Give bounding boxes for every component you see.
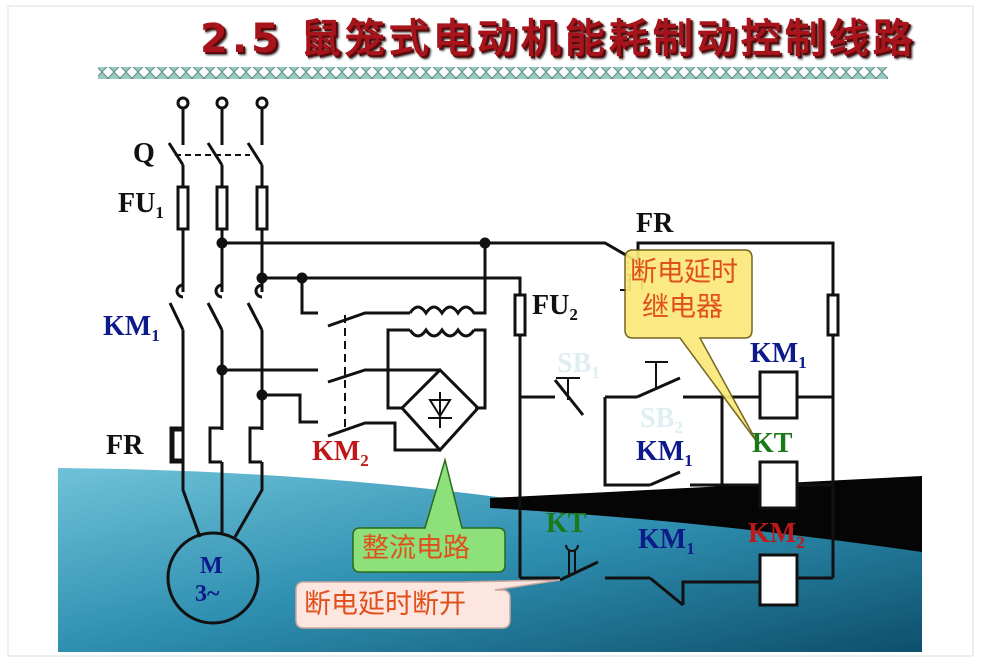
label-km1-nc: KM1: [638, 524, 695, 558]
label-fr-main: FR: [106, 430, 144, 461]
label-sub: 2: [796, 533, 805, 552]
label-sub: 1: [591, 363, 600, 382]
label-km1-contact: KM1: [636, 436, 693, 470]
label-sub: 2: [569, 305, 578, 324]
label-text: FU: [532, 290, 570, 321]
label-text: KM: [312, 436, 361, 467]
motor-label-m: M: [200, 553, 223, 579]
label-km1-main: KM1: [103, 311, 160, 345]
callout-line: 断电延时: [630, 257, 738, 288]
callout-time-relay-bubble: [624, 249, 758, 443]
label-sub: 1: [686, 539, 695, 558]
label-fu1: FU1: [118, 188, 164, 222]
label-text: KM: [750, 338, 799, 369]
label-sub: 1: [684, 451, 693, 470]
label-km1-coil: KM1: [750, 338, 807, 372]
callout-delay-open: 断电延时断开: [304, 589, 466, 620]
callout-line: 继电器: [642, 292, 723, 324]
label-q: Q: [133, 138, 155, 169]
label-text: KM: [638, 524, 687, 555]
black-band: [490, 476, 922, 552]
label-sub: 2: [674, 418, 683, 437]
label-text: SB: [640, 403, 675, 434]
motor-label-phase: 3~: [195, 581, 220, 607]
label-text: FU: [118, 188, 156, 219]
label-text: SB: [557, 348, 592, 379]
label-km2-coil: KM2: [748, 518, 805, 552]
callout-delay-open-bubble: [295, 579, 561, 629]
callout-rectifier: 整流电路: [362, 533, 470, 564]
label-text: KM: [103, 311, 152, 342]
label-kt-coil: KT: [752, 428, 793, 459]
decorative-divider: [98, 67, 888, 79]
label-sub: 1: [151, 326, 160, 345]
label-sub: 1: [155, 203, 164, 222]
label-sb2: SB2: [640, 403, 683, 437]
label-text: KM: [748, 518, 797, 549]
page-title: 2.5 鼠笼式电动机能耗制动控制线路: [200, 16, 917, 62]
callout-time-relay: 断电延时 继电器: [630, 255, 738, 325]
label-sub: 1: [798, 353, 807, 372]
label-fu2: FU2: [532, 290, 578, 324]
label-km2-main: KM2: [312, 436, 369, 470]
label-text: KM: [636, 436, 685, 467]
label-sb1: SB1: [557, 348, 600, 382]
label-kt-contact: KT: [546, 508, 587, 539]
label-fr-control: FR: [636, 208, 674, 239]
callout-rectifier-bubble: [352, 457, 506, 573]
label-sub: 2: [360, 451, 369, 470]
